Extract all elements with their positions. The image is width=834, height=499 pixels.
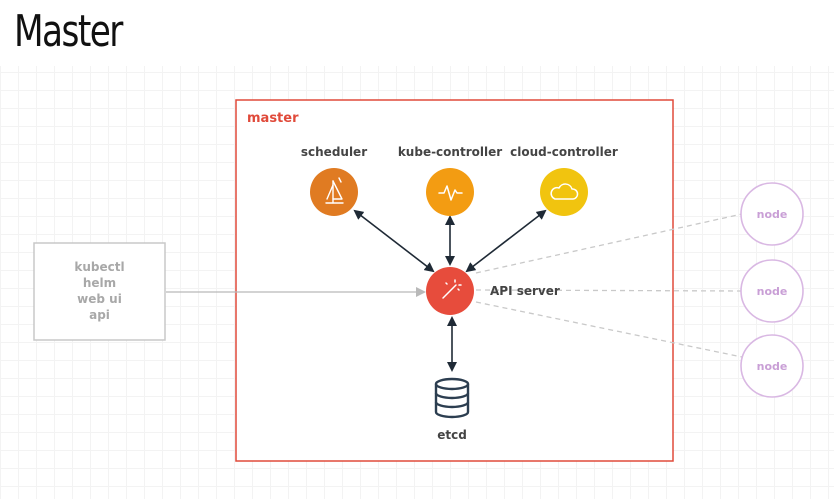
client-label-api: api [89, 308, 110, 322]
pulse-icon [438, 185, 463, 201]
cloud-icon [550, 183, 579, 200]
worker-node-2-label: node [757, 285, 788, 298]
cloud-controller-api-arrow [465, 209, 547, 273]
worker-node-1-label: node [757, 208, 788, 221]
title-band: Master [0, 0, 834, 66]
api-server-label: API server [490, 284, 560, 298]
worker-node-1 [740, 182, 804, 246]
client-label-kubectl: kubectl [74, 260, 124, 274]
kube-controller-node [426, 168, 474, 216]
scheduler-node [310, 168, 358, 216]
etcd-label: etcd [437, 428, 467, 442]
worker-node-3 [740, 334, 804, 398]
scheduler-api-arrow [353, 209, 435, 273]
cloud-controller-label: cloud-controller [510, 145, 618, 159]
master-label: master [247, 111, 299, 126]
ship-sail-icon [325, 177, 344, 204]
client-label-web-ui: web ui [77, 292, 122, 306]
worker-node-2 [740, 259, 804, 323]
node-connection-3 [475, 301, 743, 358]
kube-controller-label: kube-controller [398, 145, 502, 159]
magic-wand-icon [442, 279, 462, 299]
client-label-helm: helm [83, 276, 116, 290]
page-title: Master [14, 6, 123, 57]
cloud-controller-node [540, 168, 588, 216]
database-icon [434, 377, 470, 419]
scheduler-label: scheduler [301, 145, 367, 159]
client-box [33, 242, 166, 341]
control-plane-arrows [353, 209, 547, 372]
worker-node-3-label: node [757, 360, 788, 373]
